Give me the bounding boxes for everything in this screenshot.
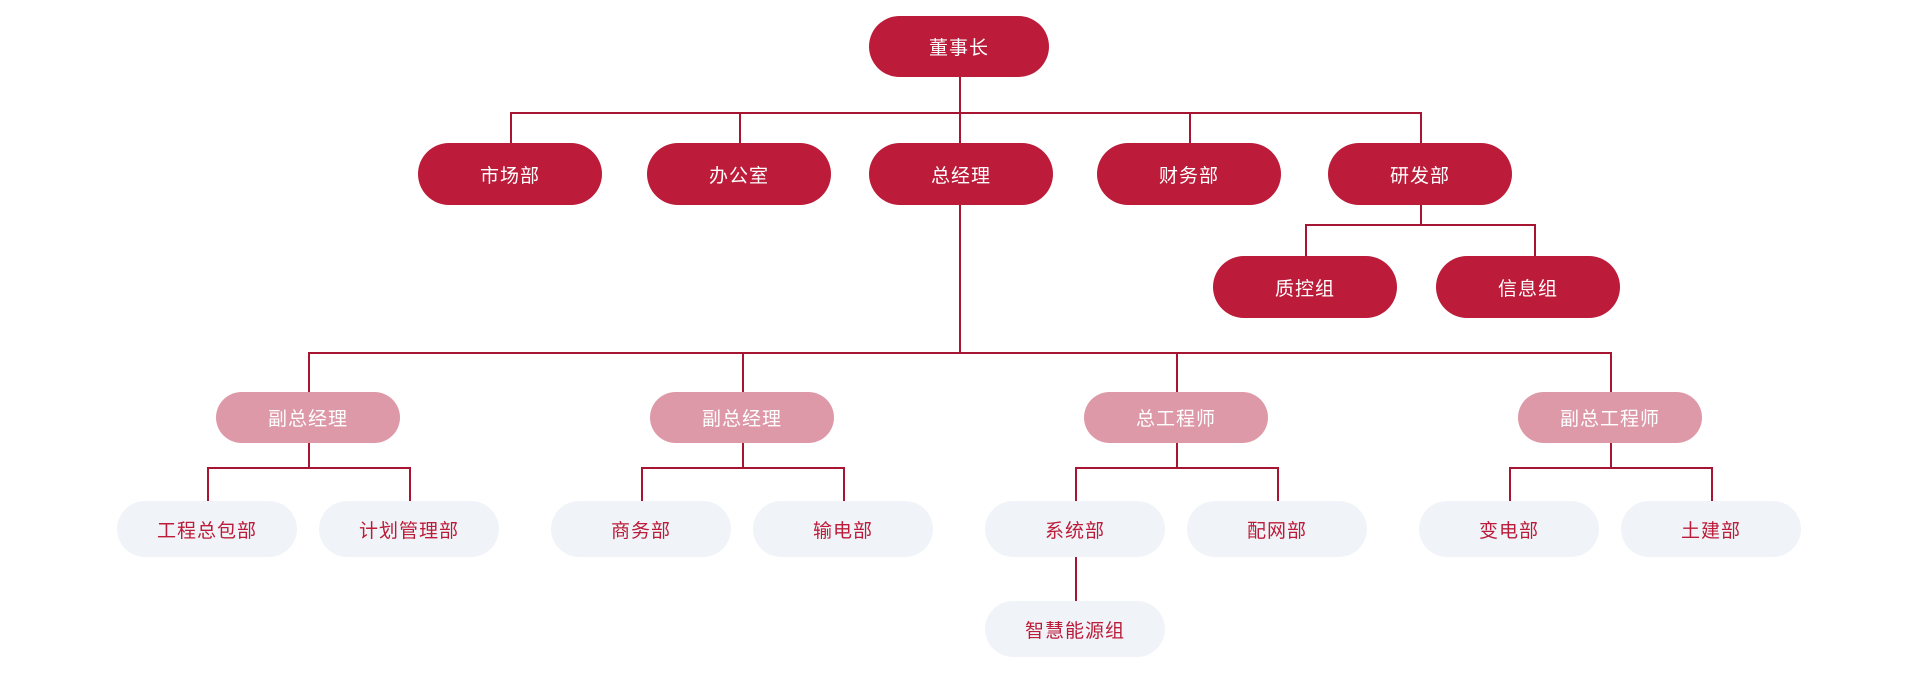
node-information[interactable]: 信息组 <box>1436 256 1620 318</box>
connector-drop-deputy-chief-engineer <box>1610 352 1612 392</box>
node-label: 智慧能源组 <box>1024 620 1125 642</box>
connector-drop-substation <box>1509 467 1511 501</box>
connector-drop-transmission <box>843 467 845 501</box>
connector-drop-quality-control <box>1305 224 1307 256</box>
node-label: 副总经理 <box>701 409 782 430</box>
node-label: 配网部 <box>1246 520 1307 542</box>
connector-row2-bus <box>510 112 1420 114</box>
node-label: 土建部 <box>1680 520 1741 542</box>
connector-drop-planning <box>409 467 411 501</box>
node-office[interactable]: 办公室 <box>647 143 831 205</box>
connector-drop-rnd <box>1420 112 1422 144</box>
connector-drop-information <box>1534 224 1536 256</box>
node-deputy-gm-1[interactable]: 副总经理 <box>216 392 400 443</box>
connector-drop-office <box>739 112 741 144</box>
node-transmission[interactable]: 输电部 <box>753 501 933 557</box>
connector-drop-civil <box>1711 467 1713 501</box>
node-deputy-gm-2[interactable]: 副总经理 <box>650 392 834 443</box>
node-label: 输电部 <box>812 520 873 542</box>
connector-system-to-smart-energy <box>1075 557 1077 601</box>
connector-drop-system <box>1075 467 1077 501</box>
node-deputy-chief-engineer[interactable]: 副总工程师 <box>1518 392 1702 443</box>
node-substation[interactable]: 变电部 <box>1419 501 1599 557</box>
node-label: 工程总包部 <box>156 520 257 542</box>
node-label: 副总工程师 <box>1559 409 1660 430</box>
connector-chief-engineer-bus <box>1075 467 1278 469</box>
connector-deputy-chief-engineer-stem <box>1610 443 1612 468</box>
node-label: 财务部 <box>1158 165 1219 187</box>
connector-rnd-stem <box>1420 205 1422 225</box>
node-finance[interactable]: 财务部 <box>1097 143 1281 205</box>
node-marketing[interactable]: 市场部 <box>418 143 602 205</box>
node-civil[interactable]: 土建部 <box>1621 501 1801 557</box>
connector-chairman-stem <box>959 77 961 113</box>
node-label: 计划管理部 <box>358 520 459 542</box>
connector-chief-engineer-stem <box>1176 443 1178 468</box>
connector-general-manager-stem <box>959 205 961 353</box>
node-smart-energy[interactable]: 智慧能源组 <box>985 601 1165 657</box>
connector-drop-business <box>641 467 643 501</box>
node-label: 商务部 <box>610 520 671 542</box>
node-label: 质控组 <box>1274 278 1335 300</box>
connector-drop-distribution <box>1277 467 1279 501</box>
node-label: 总工程师 <box>1135 409 1216 430</box>
connector-deputy-gm-1-stem <box>308 443 310 468</box>
connector-rnd-bus <box>1305 224 1535 226</box>
node-label: 研发部 <box>1389 165 1450 187</box>
node-distribution[interactable]: 配网部 <box>1187 501 1367 557</box>
connector-drop-epc <box>207 467 209 501</box>
connector-deputy-gm-1-bus <box>207 467 410 469</box>
node-business[interactable]: 商务部 <box>551 501 731 557</box>
node-label: 系统部 <box>1044 520 1105 542</box>
connector-deputy-gm-2-stem <box>742 443 744 468</box>
node-label: 董事长 <box>928 38 989 59</box>
connector-drop-deputy-gm-1 <box>308 352 310 392</box>
connector-pink-bus <box>308 352 1610 354</box>
node-system[interactable]: 系统部 <box>985 501 1165 557</box>
connector-drop-deputy-gm-2 <box>742 352 744 392</box>
node-general-manager[interactable]: 总经理 <box>869 143 1053 205</box>
node-rnd[interactable]: 研发部 <box>1328 143 1512 205</box>
connector-deputy-chief-engineer-bus <box>1509 467 1712 469</box>
node-chief-engineer[interactable]: 总工程师 <box>1084 392 1268 443</box>
node-epc[interactable]: 工程总包部 <box>117 501 297 557</box>
connector-drop-marketing <box>510 112 512 144</box>
connector-deputy-gm-2-bus <box>641 467 844 469</box>
connector-drop-finance <box>1189 112 1191 144</box>
node-label: 变电部 <box>1478 520 1539 542</box>
node-quality-control[interactable]: 质控组 <box>1213 256 1397 318</box>
node-label: 信息组 <box>1497 278 1558 300</box>
node-chairman[interactable]: 董事长 <box>869 16 1049 77</box>
node-planning[interactable]: 计划管理部 <box>319 501 499 557</box>
node-label: 市场部 <box>479 165 540 187</box>
node-label: 办公室 <box>708 165 769 187</box>
connector-drop-chief-engineer <box>1176 352 1178 392</box>
connector-drop-general-manager <box>959 112 961 144</box>
node-label: 总经理 <box>930 165 991 187</box>
node-label: 副总经理 <box>267 409 348 430</box>
